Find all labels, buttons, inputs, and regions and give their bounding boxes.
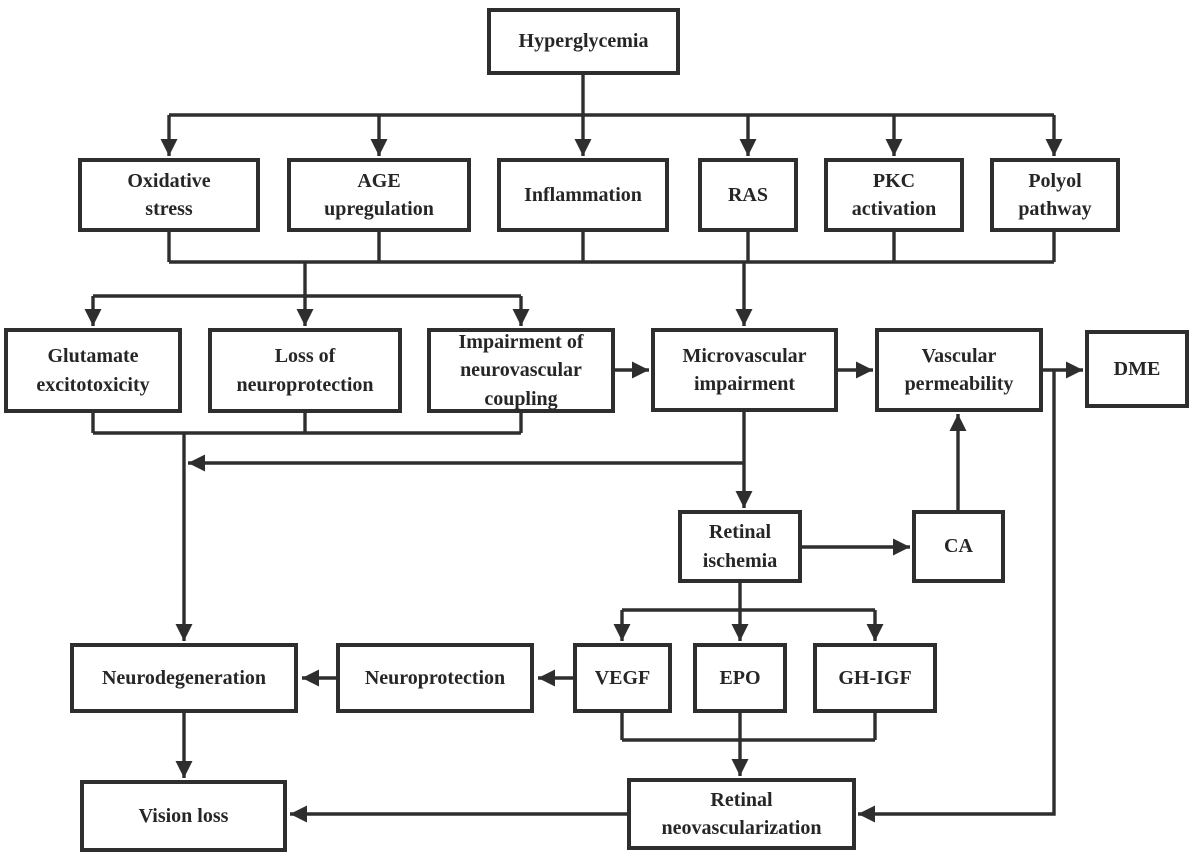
node-loss-of-neuroprotection: Loss of neuroprotection (208, 328, 402, 413)
node-inflammation: Inflammation (497, 158, 669, 232)
node-gh-igf: GH-IGF (813, 643, 937, 713)
node-retinal-ischemia-label: Retinal ischemia (702, 521, 778, 572)
node-glutamate-excitotoxicity-label: Glutamate excitotoxicity (36, 345, 150, 396)
node-age-upregulation: AGE upregulation (287, 158, 471, 232)
node-impairment-neurovascular-coupling-label: Impairment of neurovascular coupling (458, 330, 584, 410)
node-polyol-pathway: Polyol pathway (990, 158, 1120, 232)
node-retinal-ischemia: Retinal ischemia (678, 510, 802, 583)
node-vegf: VEGF (573, 643, 672, 713)
node-epo: EPO (693, 643, 787, 713)
node-gh-igf-label: GH-IGF (838, 666, 912, 689)
node-age-upregulation-label: AGE upregulation (324, 169, 434, 220)
node-ca: CA (912, 510, 1005, 583)
node-hyperglycemia: Hyperglycemia (487, 8, 680, 75)
node-retinal-neovascularization-label: Retinal neovascularization (661, 788, 822, 839)
node-pkc-activation: PKC activation (824, 158, 964, 232)
node-polyol-pathway-label: Polyol pathway (1018, 169, 1092, 220)
node-retinal-neovascularization: Retinal neovascularization (627, 778, 856, 850)
node-vegf-label: VEGF (594, 666, 651, 689)
edge-row2-stubs (167, 232, 1056, 262)
node-inflammation-label: Inflammation (524, 183, 642, 206)
edge-dme-branch (858, 370, 1056, 823)
node-pkc-activation-label: PKC activation (851, 169, 937, 220)
node-neurodegeneration-label: Neurodegeneration (101, 666, 267, 689)
edge-gf-collector-stubs (620, 713, 877, 740)
node-impairment-neurovascular-coupling: Impairment of neurovascular coupling (427, 328, 615, 413)
node-neuroprotection: Neuroprotection (336, 643, 534, 713)
edge-left-collector-stubs (91, 413, 523, 433)
node-dme: DME (1085, 330, 1189, 408)
node-hyperglycemia-label: Hyperglycemia (518, 30, 649, 53)
node-dme-label: DME (1113, 357, 1161, 380)
node-glutamate-excitotoxicity: Glutamate excitotoxicity (4, 328, 182, 413)
node-vascular-permeability: Vascular permeability (875, 328, 1043, 412)
node-oxidative-stress: Oxidative stress (78, 158, 260, 232)
node-vision-loss-label: Vision loss (138, 804, 229, 827)
node-microvascular-impairment: Microvascular impairment (651, 328, 838, 412)
node-neuroprotection-label: Neuroprotection (364, 666, 506, 689)
node-oxidative-stress-label: Oxidative stress (127, 169, 211, 220)
node-neurodegeneration: Neurodegeneration (70, 643, 298, 713)
node-ras: RAS (698, 158, 798, 232)
node-vision-loss: Vision loss (80, 780, 287, 852)
node-ras-label: RAS (727, 183, 768, 206)
node-vascular-permeability-label: Vascular permeability (904, 344, 1014, 395)
node-epo-label: EPO (719, 666, 761, 689)
node-loss-of-neuroprotection-label: Loss of neuroprotection (236, 345, 374, 396)
node-microvascular-impairment-label: Microvascular impairment (682, 344, 807, 395)
node-ca-label: CA (944, 535, 973, 558)
